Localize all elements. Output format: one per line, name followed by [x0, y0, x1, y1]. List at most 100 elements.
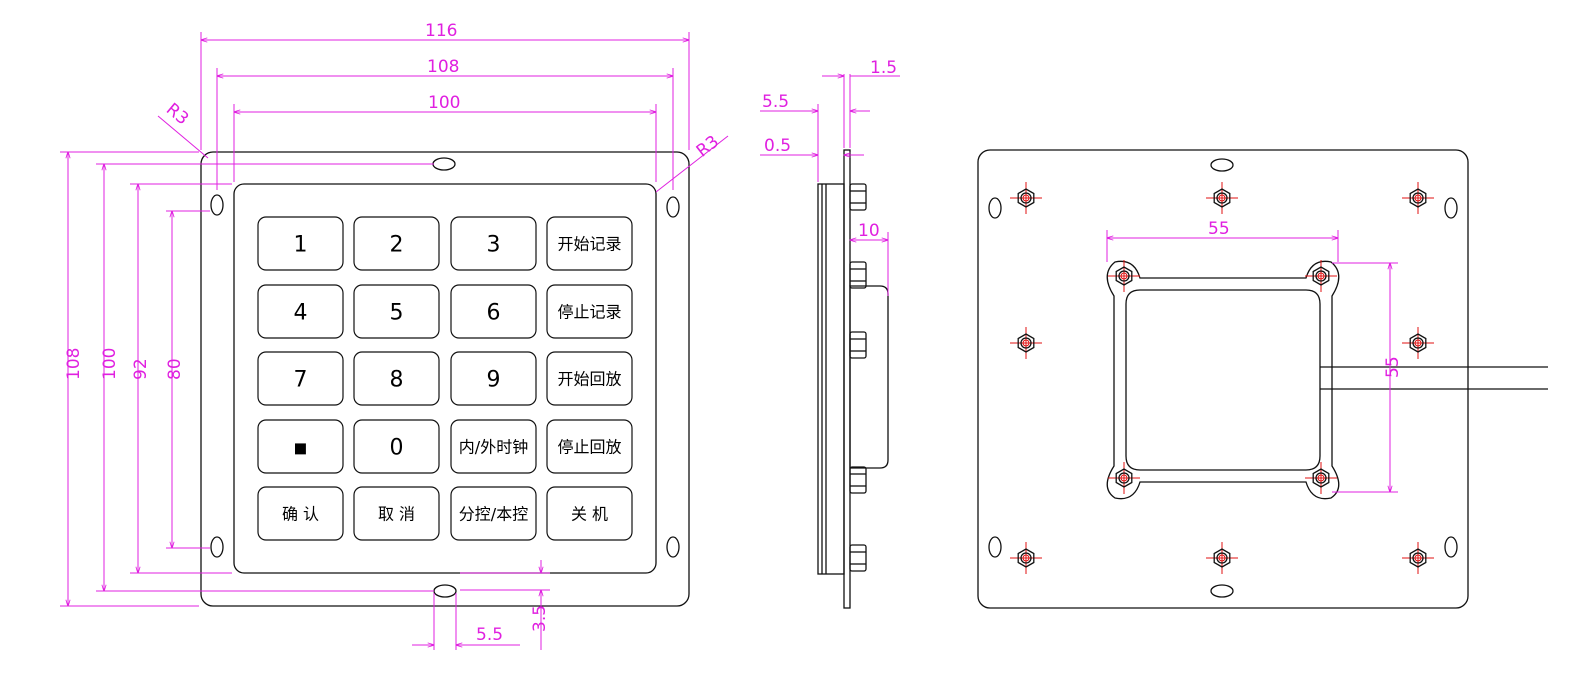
- key-button[interactable]: 开始回放: [546, 351, 633, 406]
- hex-nut: [1305, 462, 1337, 494]
- side-stud: [849, 183, 867, 211]
- mount-slot-bl: [210, 536, 224, 558]
- dim-side-plate: 1.5: [870, 58, 897, 78]
- key-outline: [257, 419, 344, 474]
- key-outline: [353, 216, 440, 271]
- dim-height-inner: 80: [165, 358, 185, 380]
- key-button[interactable]: 6: [450, 284, 537, 339]
- key-label: 3: [487, 233, 501, 258]
- key-outline: [353, 284, 440, 339]
- side-stud: [849, 544, 867, 572]
- key-button[interactable]: 2: [353, 216, 440, 271]
- key-button[interactable]: 开始记录: [546, 216, 633, 271]
- dim-side-gap: 0.5: [764, 136, 791, 156]
- hex-nut: [1010, 182, 1042, 214]
- key-outline: [546, 284, 633, 339]
- hex-nut: [1402, 542, 1434, 574]
- key-outline: [450, 284, 537, 339]
- key-label: 开始记录: [557, 235, 621, 254]
- key-button[interactable]: 内/外时钟: [450, 419, 537, 474]
- key-button[interactable]: 关 机: [546, 486, 633, 541]
- dim-height-panel: 92: [131, 358, 151, 380]
- mount-slot-tr: [666, 196, 680, 218]
- key-label: 9: [487, 368, 501, 393]
- back-slot-bottom: [1210, 584, 1234, 598]
- key-button[interactable]: ▪: [257, 419, 344, 474]
- back-slot-bl: [988, 536, 1002, 558]
- front-plate-outline: [200, 151, 690, 607]
- key-button[interactable]: 8: [353, 351, 440, 406]
- key-label: 分控/本控: [459, 505, 528, 524]
- key-outline: [353, 486, 440, 541]
- key-label: 6: [487, 301, 501, 326]
- back-studs: [1010, 182, 1434, 574]
- mount-slot-top: [432, 157, 456, 171]
- key-outline: [257, 486, 344, 541]
- hex-nut: [1010, 327, 1042, 359]
- key-outline: [353, 419, 440, 474]
- key-button[interactable]: 5: [353, 284, 440, 339]
- hex-nut: [1402, 327, 1434, 359]
- key-outline: [353, 351, 440, 406]
- side-stud: [849, 466, 867, 494]
- key-label: 开始回放: [557, 370, 621, 389]
- back-slot-br: [1444, 536, 1458, 558]
- dim-height-overall: 108: [64, 348, 84, 380]
- dim-frame-width: 55: [1208, 219, 1230, 239]
- back-slot-tl: [988, 197, 1002, 219]
- key-label: 确 认: [282, 505, 319, 524]
- dim-slot-width: 5.5: [476, 625, 503, 645]
- key-label: 内/外时钟: [459, 438, 528, 457]
- back-frame-outer: [1106, 260, 1340, 500]
- side-view: 1.5 5.5 0.5 10: [760, 58, 900, 609]
- back-frame-inner: [1125, 289, 1321, 471]
- key-label: ▪: [293, 436, 308, 461]
- key-button[interactable]: 确 认: [257, 486, 344, 541]
- dim-frame-height: 55: [1383, 356, 1403, 378]
- dim-height-holes: 100: [100, 348, 120, 380]
- key-button[interactable]: 7: [257, 351, 344, 406]
- hex-nut: [1010, 542, 1042, 574]
- mount-slot-br: [666, 536, 680, 558]
- key-button[interactable]: 9: [450, 351, 537, 406]
- key-button[interactable]: 3: [450, 216, 537, 271]
- dim-side-depth: 5.5: [762, 92, 789, 112]
- front-view: 1 2 3 开始记录 4 5 6 停止记录 7 8 9 开始回放 ▪ 0 内/外时钟停止回放确 认 取 消 分控…: [60, 21, 729, 650]
- key-outline: [257, 351, 344, 406]
- key-button[interactable]: 1: [257, 216, 344, 271]
- key-outline: [450, 419, 537, 474]
- key-button[interactable]: 停止记录: [546, 284, 633, 339]
- key-button[interactable]: 分控/本控: [450, 486, 537, 541]
- key-outline: [450, 486, 537, 541]
- key-button[interactable]: 4: [257, 284, 344, 339]
- key-label: 4: [294, 301, 308, 326]
- back-slot-tr: [1444, 197, 1458, 219]
- hex-nut: [1108, 462, 1140, 494]
- key-button[interactable]: 停止回放: [546, 419, 633, 474]
- key-label: 8: [390, 368, 404, 393]
- back-plate-outline: [977, 149, 1469, 609]
- key-outline: [546, 216, 633, 271]
- key-outline: [450, 351, 537, 406]
- key-label: 1: [294, 233, 308, 258]
- hex-nut: [1206, 182, 1238, 214]
- side-stud: [849, 331, 867, 359]
- mount-slot-bottom: [433, 584, 457, 598]
- key-label: 关 机: [571, 505, 608, 524]
- key-outline: [546, 486, 633, 541]
- side-panel: [817, 183, 845, 575]
- key-label: 取 消: [378, 505, 415, 524]
- hex-nut: [1206, 542, 1238, 574]
- key-label: 0: [390, 436, 404, 461]
- dim-radius-left: R3: [162, 99, 192, 129]
- key-label: 2: [390, 233, 404, 258]
- key-label: 停止记录: [557, 303, 621, 322]
- back-slot-top: [1210, 158, 1234, 172]
- dim-width-overall: 116: [425, 21, 457, 41]
- key-button[interactable]: 取 消: [353, 486, 440, 541]
- key-button[interactable]: 0: [353, 419, 440, 474]
- key-outline: [450, 216, 537, 271]
- key-grid: 1 2 3 开始记录 4 5 6 停止记录 7 8 9 开始回放 ▪ 0 内/外时钟停止回放确 认 取 消 分控…: [257, 216, 633, 541]
- hex-nut: [1108, 260, 1140, 292]
